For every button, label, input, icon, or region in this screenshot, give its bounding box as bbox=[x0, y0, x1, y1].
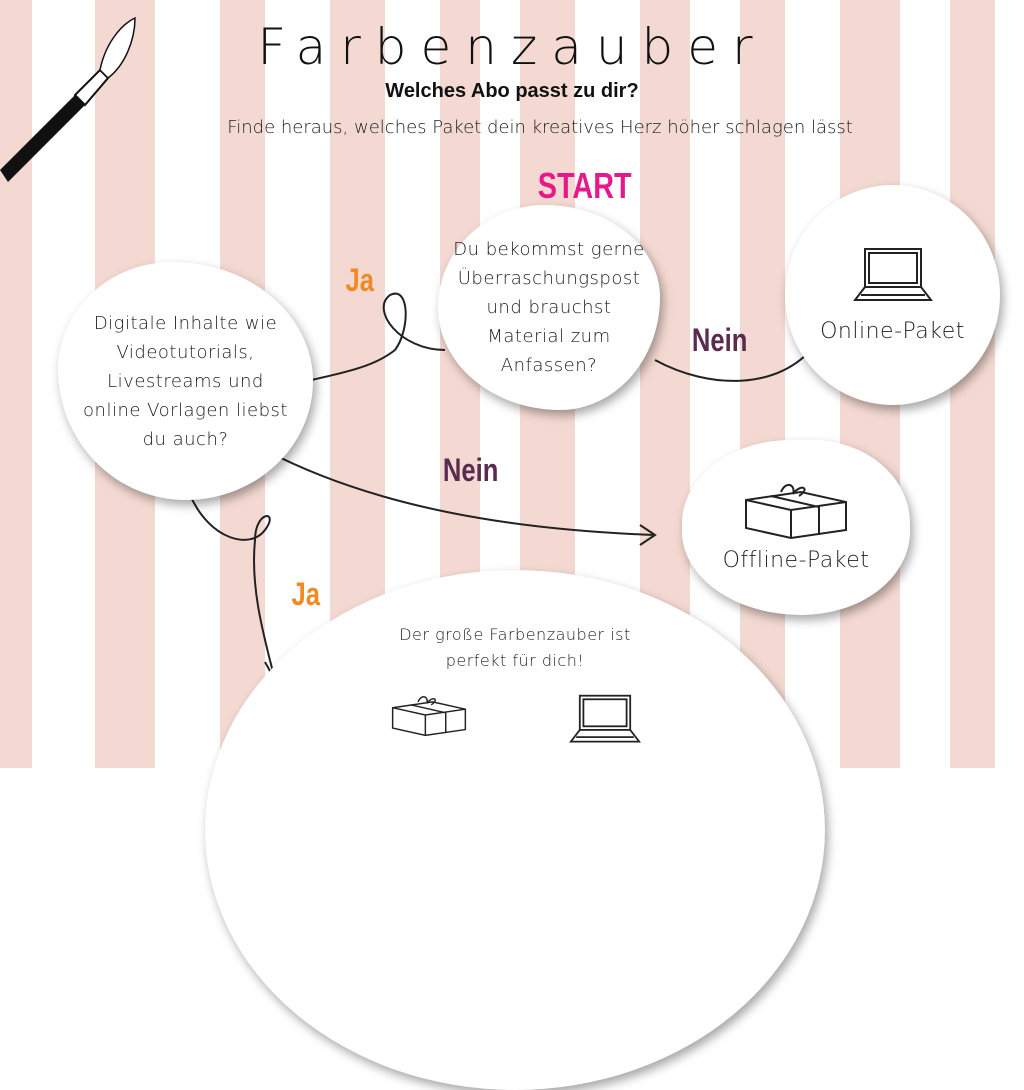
package-icon bbox=[391, 696, 467, 737]
no-label-1: Nein bbox=[691, 322, 748, 358]
arrow-second-no bbox=[264, 449, 657, 546]
offline-result-bubble: Offline-Paket bbox=[682, 440, 910, 615]
page-tagline: Finde heraus, welches Paket dein kreativ… bbox=[227, 117, 853, 138]
page-title: Farbenzauber bbox=[257, 18, 767, 76]
page-subtitle: Welches Abo passt zu dir? bbox=[385, 80, 639, 102]
paintbrush-icon bbox=[0, 16, 136, 182]
package-icon bbox=[745, 483, 847, 540]
start-label: START bbox=[537, 165, 632, 206]
yes-label-1: Ja bbox=[345, 262, 375, 298]
laptop-icon bbox=[569, 694, 641, 743]
online-result-bubble: Online-Paket bbox=[785, 185, 1000, 405]
yes-label-2: Ja bbox=[291, 576, 321, 612]
laptop-icon bbox=[852, 247, 933, 301]
second-question-bubble: Digitale Inhalte wie Videotutorials, Liv… bbox=[58, 262, 313, 500]
start-question-bubble: Du bekommst gerne Überraschungspost und … bbox=[438, 205, 660, 410]
no-label-2: Nein bbox=[442, 452, 499, 488]
arrow-start-yes bbox=[288, 292, 446, 393]
final-result-bubble: Der große Farbenzauber ist perfekt für d… bbox=[205, 570, 825, 1090]
arrow-second-yes bbox=[189, 494, 286, 683]
